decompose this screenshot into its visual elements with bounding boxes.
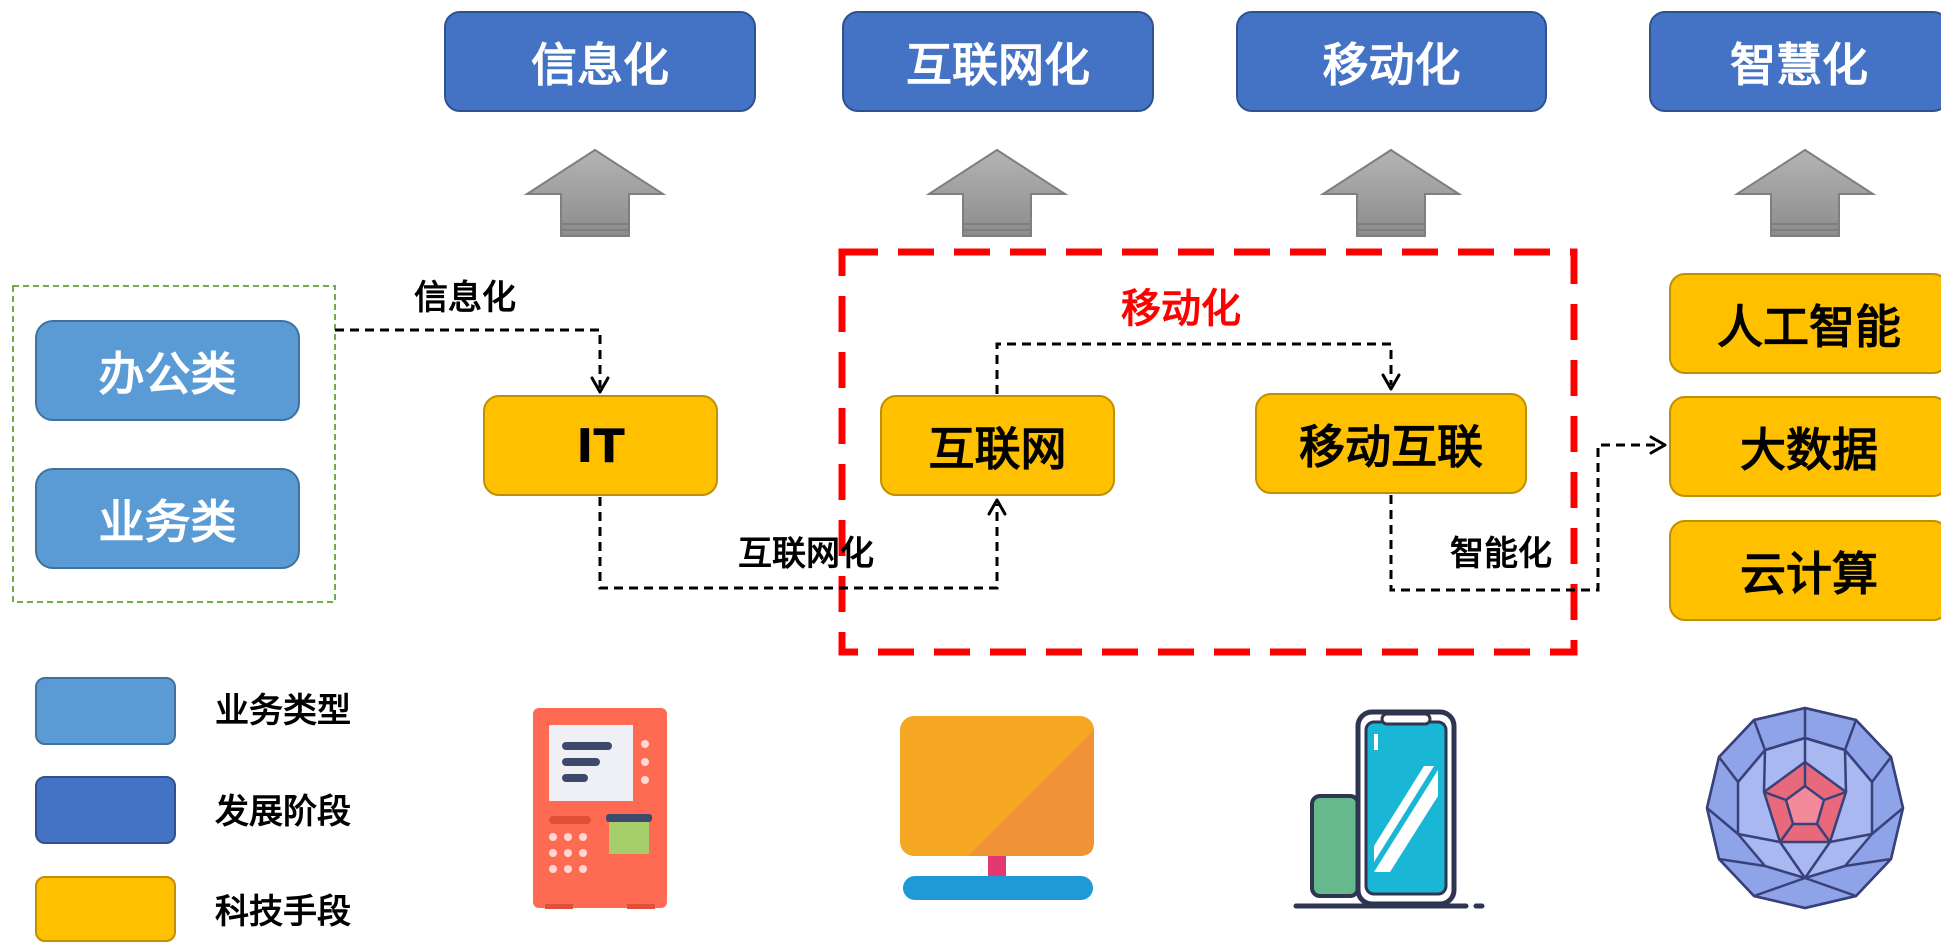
legend-swatch-business — [35, 677, 176, 745]
label-intelligentization: 智能化 — [1450, 534, 1552, 574]
desktop-monitor-icon — [900, 716, 1094, 900]
up-arrow-icon — [1319, 148, 1463, 237]
tech-bigdata-box: 大数据 — [1669, 396, 1941, 497]
legend-label-business-type: 业务类型 — [215, 691, 351, 731]
legend-swatch-stage — [35, 776, 176, 844]
stage-internetization: 互联网化 — [842, 11, 1154, 112]
tech-cloud-box: 云计算 — [1669, 520, 1941, 621]
arrowhead-icon — [590, 376, 610, 394]
legend-label-dev-stage: 发展阶段 — [215, 792, 351, 832]
connector-it-to-internet — [598, 497, 999, 590]
connector-office-to-it — [335, 328, 602, 388]
mobilization-highlight-frame — [838, 248, 1578, 656]
up-arrow-icon — [523, 148, 667, 237]
label-mobilization: 移动化 — [1121, 286, 1241, 332]
legend-swatch-tech — [35, 876, 176, 942]
stage-mobilization: 移动化 — [1236, 11, 1547, 112]
connector-mobile-to-bigdata — [1389, 443, 1655, 592]
up-arrow-icon — [925, 148, 1069, 237]
business-service-box: 业务类 — [35, 468, 300, 569]
polyhedron-icon — [1705, 706, 1905, 910]
business-office-box: 办公类 — [35, 320, 300, 421]
up-arrow-icon — [1733, 148, 1877, 237]
label-informatization: 信息化 — [414, 278, 516, 318]
smartphone-icon — [1293, 709, 1489, 909]
arrowhead-icon — [1649, 435, 1667, 455]
tech-ai-box: 人工智能 — [1669, 273, 1941, 374]
business-group-frame — [12, 285, 336, 603]
stage-informatization: 信息化 — [444, 11, 756, 112]
legend-label-tech-means: 科技手段 — [215, 892, 351, 932]
stage-smart: 智慧化 — [1649, 11, 1941, 112]
arrowhead-icon — [1381, 373, 1401, 391]
tech-internet-box: 互联网 — [880, 395, 1115, 496]
arrowhead-icon — [987, 498, 1007, 516]
kiosk-terminal-icon — [533, 708, 667, 909]
tech-mobile-internet-box: 移动互联 — [1255, 393, 1527, 494]
label-internetization: 互联网化 — [738, 534, 874, 574]
tech-it-box: IT — [483, 395, 718, 496]
connector-internet-to-mobile — [995, 342, 1393, 394]
